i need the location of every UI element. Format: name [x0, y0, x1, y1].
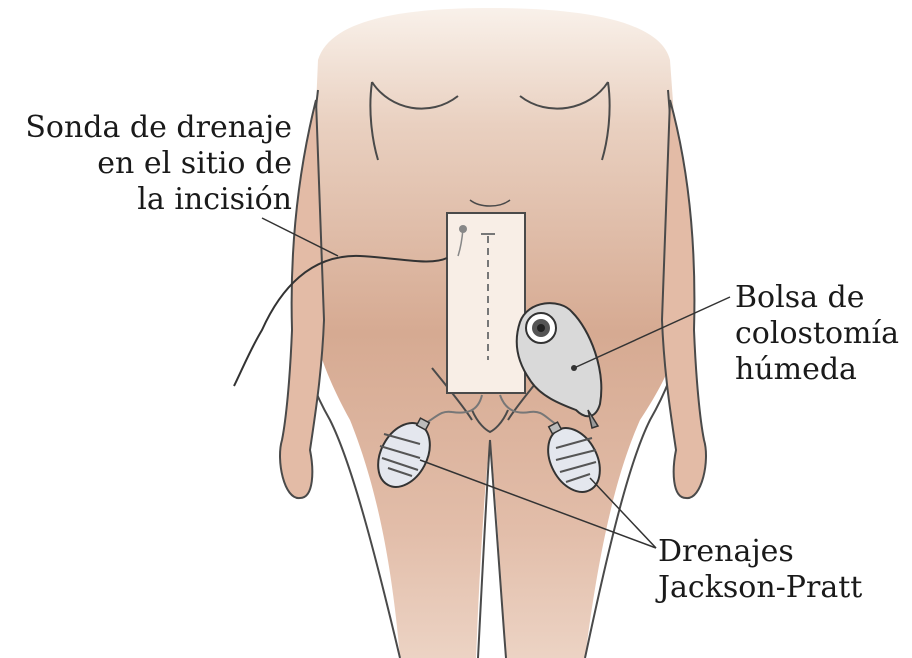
colostomy-bag-label-line-2: colostomía [735, 316, 899, 352]
drain-tube-label: Sonda de drenaje en el sitio de la incis… [8, 110, 292, 218]
colostomy-bag-label: Bolsa de colostomía húmeda [735, 280, 899, 388]
jp-drains-label-line-2: Jackson-Pratt [658, 570, 862, 606]
jp-drains-label-line-1: Drenajes [658, 534, 862, 570]
drain-tube-label-line-2: en el sitio de [8, 146, 292, 182]
incision-dressing [447, 213, 525, 393]
right-arm [662, 100, 706, 498]
jp-drains-label: Drenajes Jackson-Pratt [658, 534, 862, 606]
colostomy-bag-label-line-1: Bolsa de [735, 280, 899, 316]
drain-tube-label-line-3: la incisión [8, 182, 292, 218]
drain-tube-label-line-1: Sonda de drenaje [8, 110, 292, 146]
colostomy-bag-label-line-3: húmeda [735, 352, 899, 388]
